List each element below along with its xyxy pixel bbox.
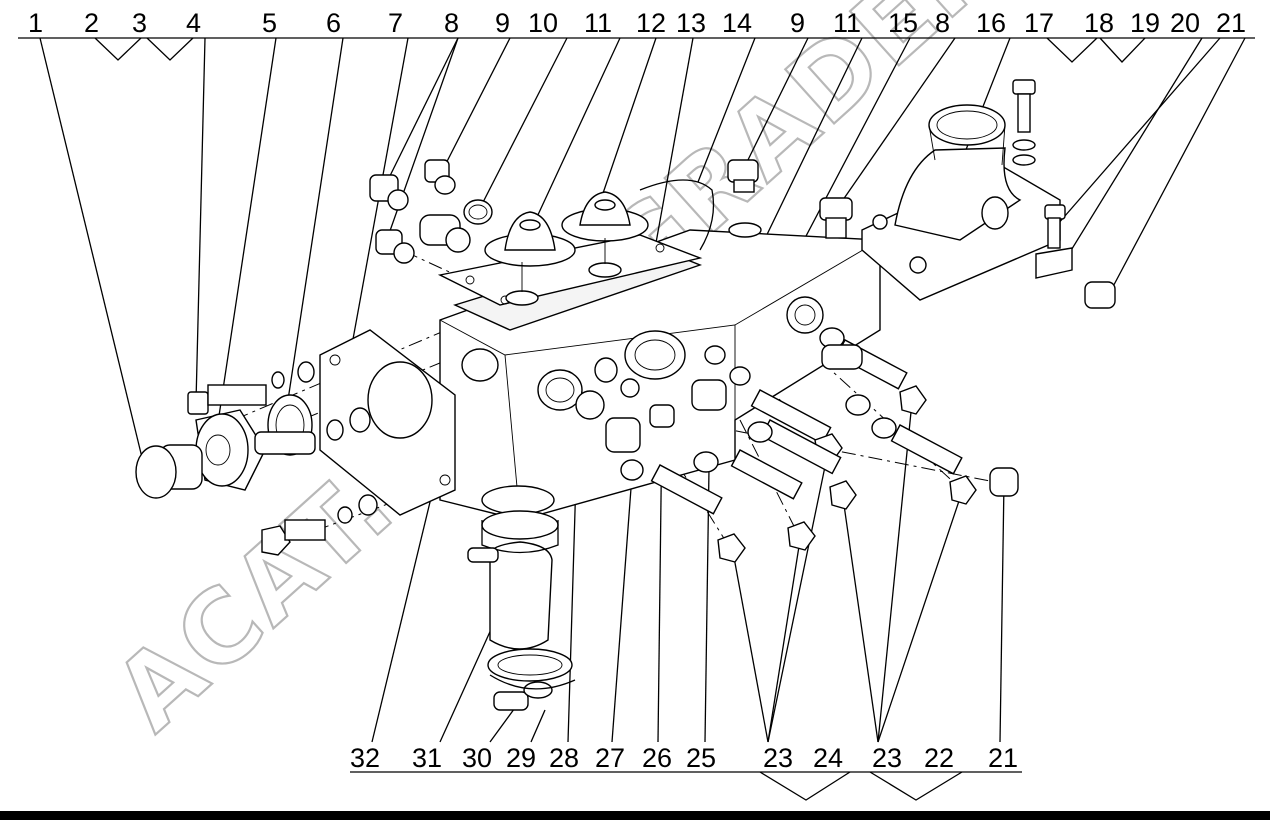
frame-bottom-bar bbox=[0, 811, 1270, 820]
plugs-top-right bbox=[727, 159, 853, 239]
callout-21b: 21 bbox=[988, 743, 1018, 773]
callout-26: 26 bbox=[642, 743, 672, 773]
outlet-elbow-16 bbox=[861, 104, 1061, 301]
callout-2: 2 bbox=[84, 8, 99, 38]
bolt-17 bbox=[1012, 79, 1036, 166]
callout-28: 28 bbox=[549, 743, 579, 773]
callout-18: 18 bbox=[1084, 8, 1114, 38]
bottom-callouts: 32 31 30 29 28 27 26 25 23 24 23 22 21 bbox=[350, 743, 1018, 773]
callout-32: 32 bbox=[350, 743, 380, 773]
callout-3: 3 bbox=[132, 8, 147, 38]
cover-flange-7 bbox=[319, 329, 456, 516]
adapter-5 bbox=[187, 384, 316, 491]
plugs-top-left bbox=[369, 159, 493, 264]
callout-17: 17 bbox=[1024, 8, 1054, 38]
callout-30: 30 bbox=[462, 743, 492, 773]
thermostat-right bbox=[561, 191, 649, 278]
callout-14: 14 bbox=[722, 8, 752, 38]
callout-5: 5 bbox=[262, 8, 277, 38]
leader-lines bbox=[39, 37, 1246, 743]
thermostat-left bbox=[484, 211, 576, 306]
top-callout-underlines bbox=[18, 37, 1255, 63]
plugs-front bbox=[575, 357, 727, 481]
callout-16: 16 bbox=[976, 8, 1006, 38]
callout-23: 23 bbox=[763, 743, 793, 773]
callout-20: 20 bbox=[1170, 8, 1200, 38]
top-callouts: 1 2 3 4 5 6 7 8 9 10 11 12 13 14 9 11 15… bbox=[28, 8, 1246, 38]
callout-10: 10 bbox=[528, 8, 558, 38]
bolt-lower-left bbox=[261, 519, 326, 556]
callout-8: 8 bbox=[444, 8, 459, 38]
callout-11: 11 bbox=[584, 8, 612, 38]
callout-15: 15 bbox=[888, 8, 918, 38]
callout-6: 6 bbox=[326, 8, 341, 38]
callout-24: 24 bbox=[813, 743, 843, 773]
callout-25: 25 bbox=[686, 743, 716, 773]
o-ring-14 bbox=[639, 179, 715, 251]
callout-31: 31 bbox=[412, 743, 442, 773]
callout-19: 19 bbox=[1130, 8, 1160, 38]
callout-23b: 23 bbox=[872, 743, 902, 773]
callout-9: 9 bbox=[495, 8, 510, 38]
callout-12: 12 bbox=[636, 8, 666, 38]
right-fittings bbox=[786, 296, 863, 370]
callout-1: 1 bbox=[28, 8, 43, 38]
bottom-callout-underlines bbox=[350, 771, 1022, 801]
hose-31 bbox=[467, 485, 576, 711]
callout-29: 29 bbox=[506, 743, 536, 773]
callout-4: 4 bbox=[186, 8, 201, 38]
sensor-19-20 bbox=[1035, 204, 1116, 309]
callout-9b: 9 bbox=[790, 8, 805, 38]
callout-27: 27 bbox=[595, 743, 625, 773]
callout-8b: 8 bbox=[935, 8, 950, 38]
cap-1 bbox=[135, 444, 203, 499]
callout-22: 22 bbox=[924, 743, 954, 773]
callout-13: 13 bbox=[676, 8, 706, 38]
bolts-right bbox=[650, 339, 1019, 563]
callout-7: 7 bbox=[388, 8, 403, 38]
callout-21: 21 bbox=[1216, 8, 1246, 38]
callout-11b: 11 bbox=[833, 8, 861, 38]
